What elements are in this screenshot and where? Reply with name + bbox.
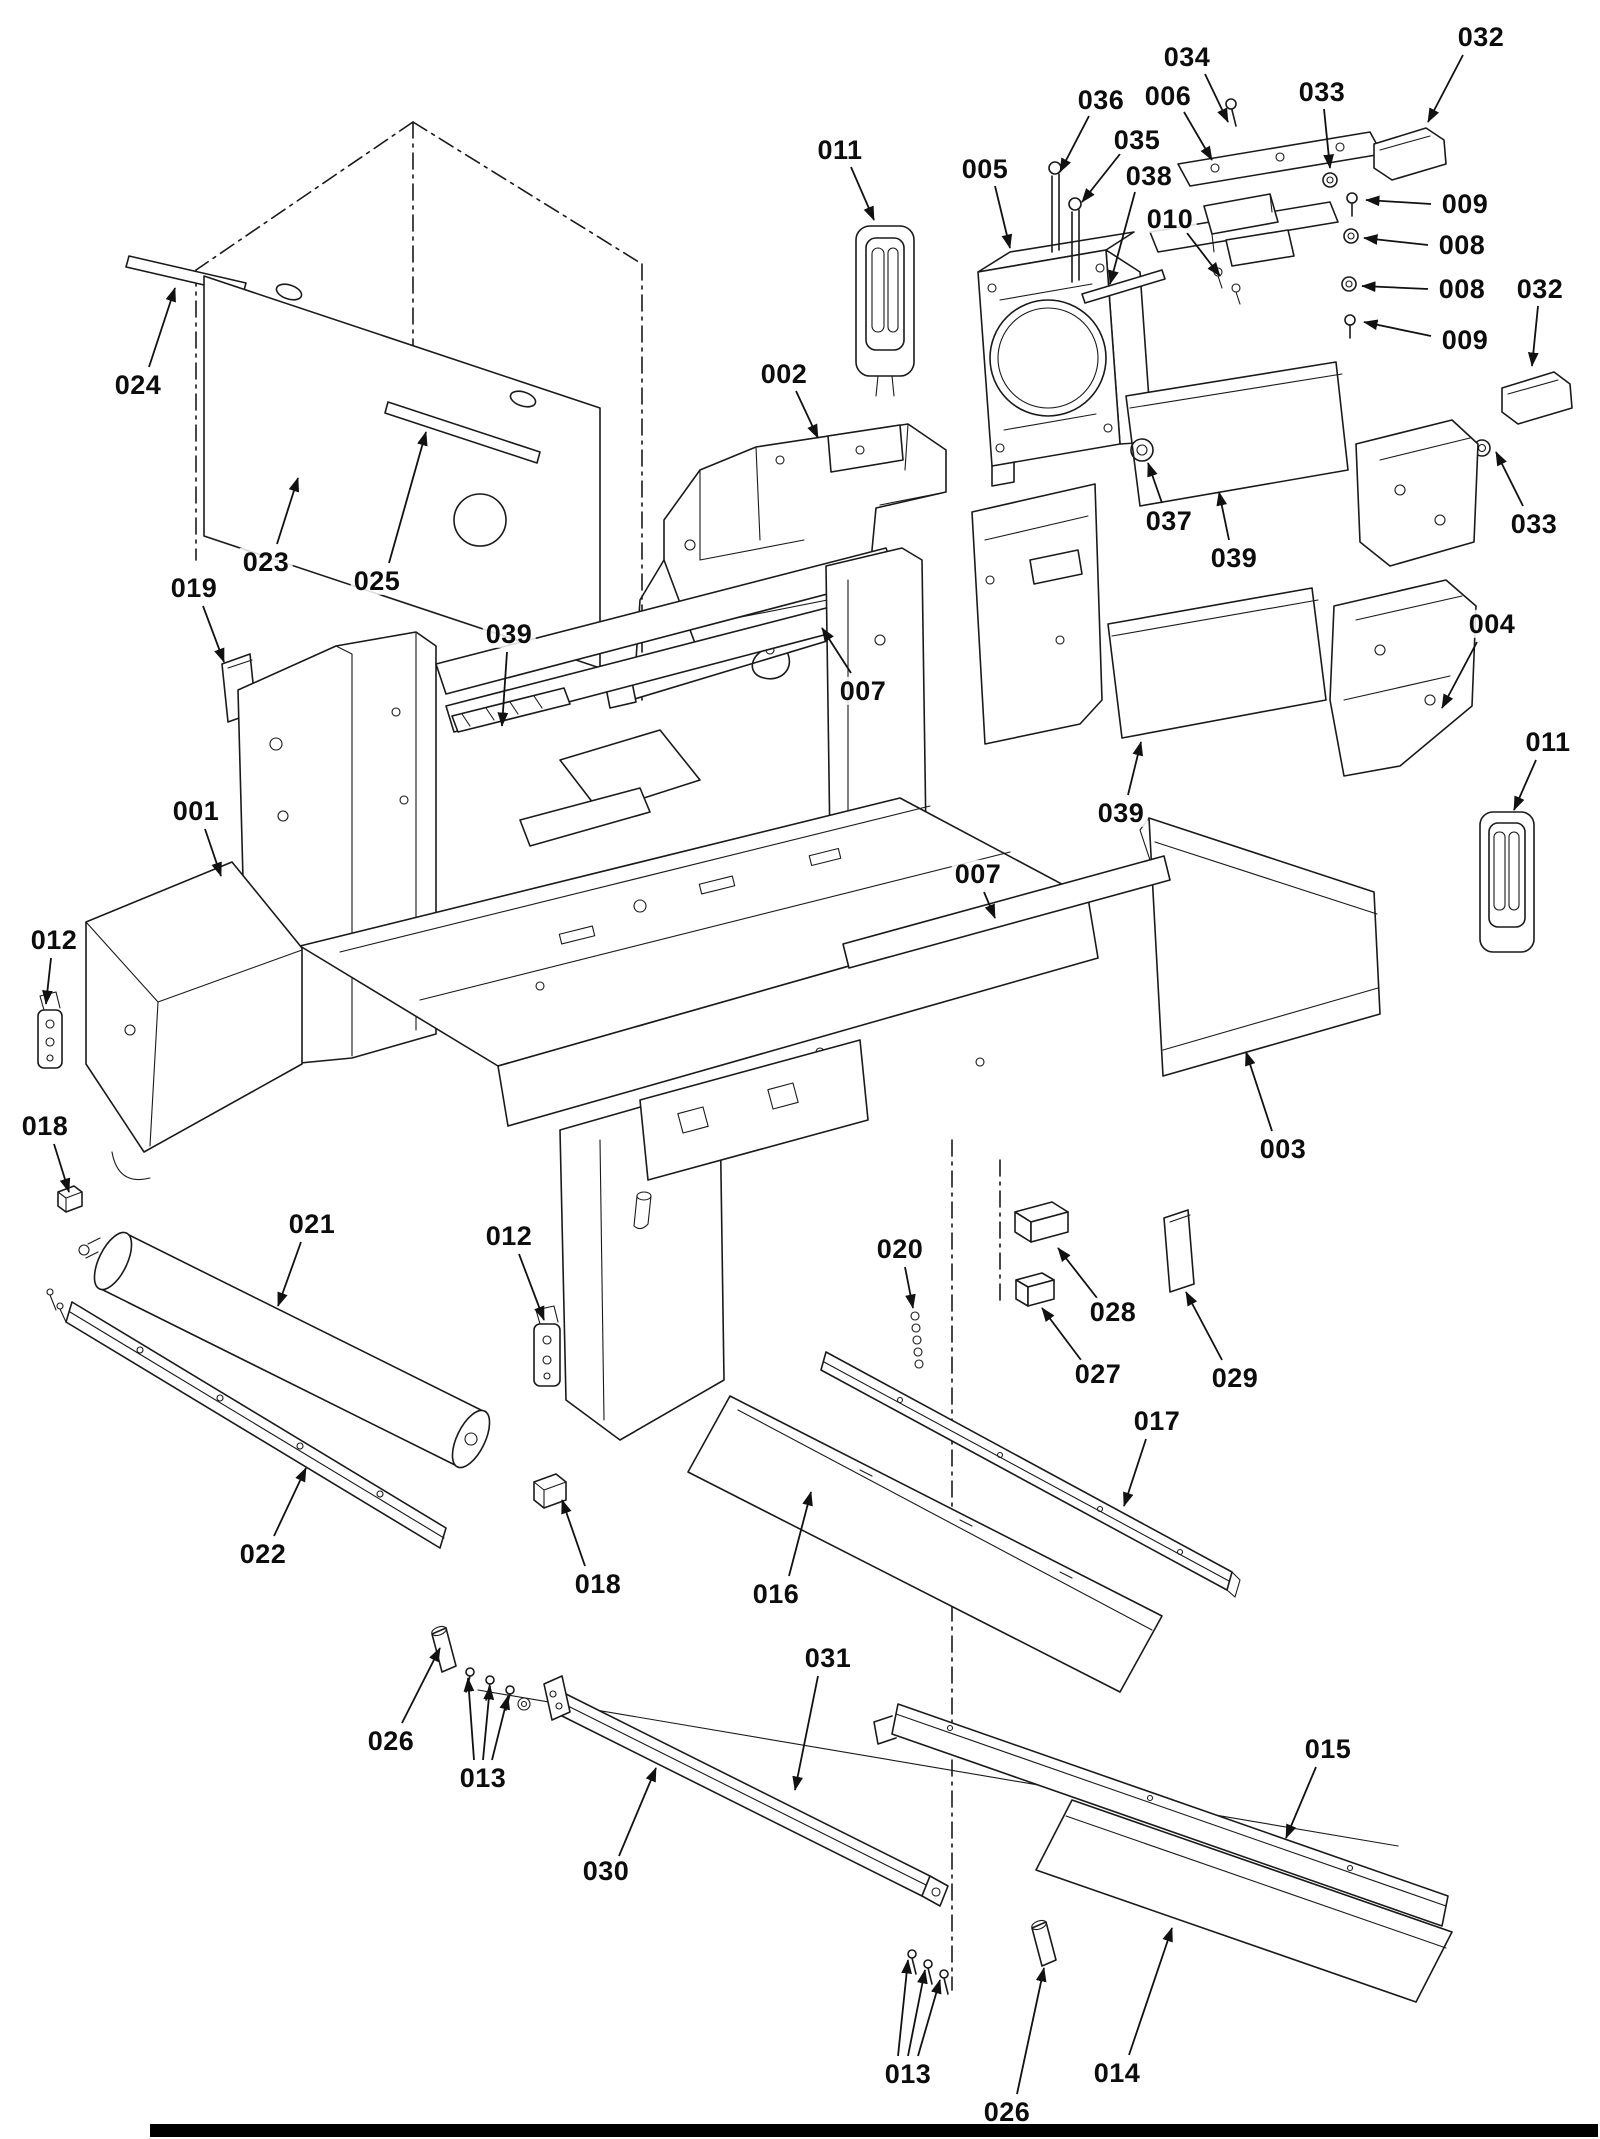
callout-arrow-014 bbox=[1128, 1927, 1173, 2056]
part-022-strip bbox=[46, 1288, 447, 1549]
part-020-chain bbox=[910, 1311, 924, 1369]
part-001-frame bbox=[85, 547, 1171, 1441]
callout-arrow-039 bbox=[497, 651, 509, 727]
part-012-hinges bbox=[37, 991, 561, 1387]
callout-arrow-029 bbox=[1185, 1291, 1223, 1361]
callout-arrow-013 bbox=[917, 1979, 942, 2057]
callout-arrow-039 bbox=[1127, 741, 1144, 796]
callout-arrow-028 bbox=[1057, 1247, 1098, 1299]
callout-arrow-013 bbox=[907, 1969, 928, 2057]
part-035-rod bbox=[1071, 209, 1080, 283]
part-039-strip-rail bbox=[451, 687, 571, 733]
part-039-block-lower bbox=[1107, 587, 1327, 739]
callout-arrow-015 bbox=[1285, 1766, 1317, 1839]
callout-arrow-038 bbox=[1108, 191, 1136, 285]
callout-arrow-011 bbox=[1513, 759, 1537, 811]
footer-bar bbox=[150, 2124, 1598, 2137]
part-023-panel bbox=[203, 275, 601, 669]
callout-arrow-006 bbox=[1183, 111, 1213, 161]
callout-arrow-019 bbox=[202, 605, 225, 663]
callout-arrow-027 bbox=[1041, 1307, 1082, 1361]
callout-arrow-003 bbox=[1245, 1051, 1273, 1132]
callout-arrow-030 bbox=[618, 1767, 657, 1857]
callout-arrow-025 bbox=[388, 431, 428, 564]
callout-arrow-039 bbox=[1216, 491, 1230, 541]
part-010-bracket bbox=[1203, 193, 1279, 235]
callout-arrow-020 bbox=[904, 1266, 916, 1309]
callout-arrow-017 bbox=[1123, 1438, 1147, 1507]
part-007-rail-lower bbox=[842, 855, 1171, 969]
callout-arrow-002 bbox=[795, 390, 819, 439]
callout-arrow-008 bbox=[1361, 281, 1429, 293]
part-025-strip bbox=[384, 401, 541, 464]
part-011-lamp-top bbox=[855, 225, 915, 397]
part-033-grommet-top bbox=[1322, 172, 1338, 188]
callout-arrow-012 bbox=[42, 957, 53, 1005]
callout-arrow-034 bbox=[1204, 73, 1229, 123]
callout-arrow-036 bbox=[1059, 115, 1090, 173]
part-013-screws bbox=[465, 1667, 1399, 1995]
part-036-rod bbox=[1051, 173, 1060, 253]
callout-arrow-033 bbox=[1323, 108, 1335, 169]
part-015-blade bbox=[891, 1703, 1449, 1927]
callout-arrow-013 bbox=[897, 1959, 912, 2057]
part-011-lamp-right bbox=[1479, 811, 1535, 953]
part-006-screw bbox=[1225, 98, 1237, 110]
callout-arrow-024 bbox=[148, 287, 176, 368]
callout-arrow-005 bbox=[994, 185, 1013, 249]
part-039-block-upper bbox=[1125, 361, 1349, 507]
callout-arrow-013 bbox=[482, 1685, 495, 1761]
callout-arrow-010 bbox=[1186, 232, 1221, 277]
callout-arrow-012 bbox=[518, 1253, 545, 1321]
parts-027-028-029 bbox=[1014, 1201, 1195, 1307]
parts-030-031-bar bbox=[543, 1675, 949, 1907]
fasteners-008-009 bbox=[1341, 192, 1359, 339]
parts-014-015-panels bbox=[873, 1703, 1453, 2003]
callout-arrow-011 bbox=[850, 166, 875, 221]
callout-arrow-033 bbox=[1495, 451, 1524, 507]
callout-arrow-032 bbox=[1427, 54, 1464, 123]
part-029-pad bbox=[1163, 1209, 1195, 1293]
part-037-grommet bbox=[1130, 438, 1154, 462]
callout-arrow-001 bbox=[204, 828, 222, 877]
callout-arrow-026 bbox=[401, 1647, 441, 1724]
callout-arrow-018 bbox=[561, 1499, 586, 1567]
callout-arrow-026 bbox=[1016, 1967, 1047, 2095]
part-021-roller bbox=[78, 1231, 491, 1469]
callout-arrow-008 bbox=[1363, 234, 1429, 246]
part-016-panel bbox=[687, 1395, 1163, 1693]
part-018-blocks bbox=[57, 1185, 567, 1509]
callout-arrow-023 bbox=[276, 477, 300, 545]
callout-arrow-013 bbox=[463, 1677, 475, 1761]
callout-arrow-018 bbox=[53, 1143, 71, 1193]
callout-arrow-022 bbox=[273, 1467, 307, 1537]
callout-arrow-037 bbox=[1147, 462, 1163, 504]
callout-arrow-009 bbox=[1363, 319, 1432, 337]
callout-arrow-007 bbox=[821, 627, 852, 674]
parts-016-017-panels bbox=[687, 1351, 1241, 1693]
top-bar-assembly bbox=[1048, 98, 1383, 305]
part-014-panel bbox=[1035, 1799, 1453, 2003]
part-003-panel bbox=[1139, 817, 1381, 1077]
part-026-pins bbox=[431, 1625, 1057, 1967]
callout-arrow-035 bbox=[1081, 153, 1121, 203]
right-assembly bbox=[971, 361, 1479, 777]
callout-arrow-032 bbox=[1527, 305, 1539, 367]
callout-arrow-013 bbox=[491, 1695, 510, 1761]
callout-arrow-021 bbox=[277, 1241, 302, 1307]
callout-arrow-016 bbox=[788, 1491, 813, 1577]
callout-arrow-007 bbox=[983, 891, 996, 919]
part-004-bracket bbox=[1329, 579, 1477, 777]
callout-arrow-009 bbox=[1365, 195, 1432, 207]
part-038-strip bbox=[1081, 269, 1166, 304]
callout-arrow-004 bbox=[1441, 641, 1478, 709]
callout-arrow-031 bbox=[792, 1675, 819, 1791]
